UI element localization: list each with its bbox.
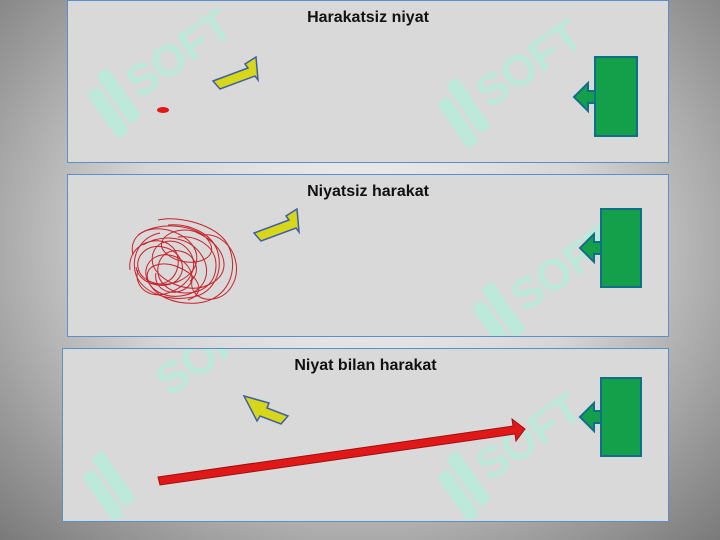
red-dot xyxy=(157,107,169,113)
yellow-arrow-icon xyxy=(242,394,290,425)
panel-3-canvas: SOFT SOFT xyxy=(83,349,642,521)
panel-2-canvas: SOFT xyxy=(129,207,642,336)
panel-title: Niyatsiz harakat xyxy=(307,183,429,200)
target-arrow-icon xyxy=(578,208,642,288)
scribble-tangle xyxy=(129,218,237,304)
panel-title: Niyat bilan harakat xyxy=(294,357,437,374)
target-arrow-icon xyxy=(572,56,638,137)
target-arrow-icon xyxy=(578,377,642,457)
yellow-arrow-icon xyxy=(211,55,259,90)
panel-action-with-intention: SOFT SOFT Niyat bilan harakat xyxy=(62,348,669,522)
yellow-arrow-icon xyxy=(252,207,300,242)
red-arrow-icon xyxy=(157,417,526,486)
panel-1-canvas: SOFT SOFT xyxy=(88,1,638,148)
panel-intention-without-action: SOFT SOFT Harakatsiz niyat xyxy=(67,0,669,163)
panel-title: Harakatsiz niyat xyxy=(307,9,429,26)
panel-action-without-intention: SOFT Niyatsiz harakat xyxy=(67,174,669,337)
